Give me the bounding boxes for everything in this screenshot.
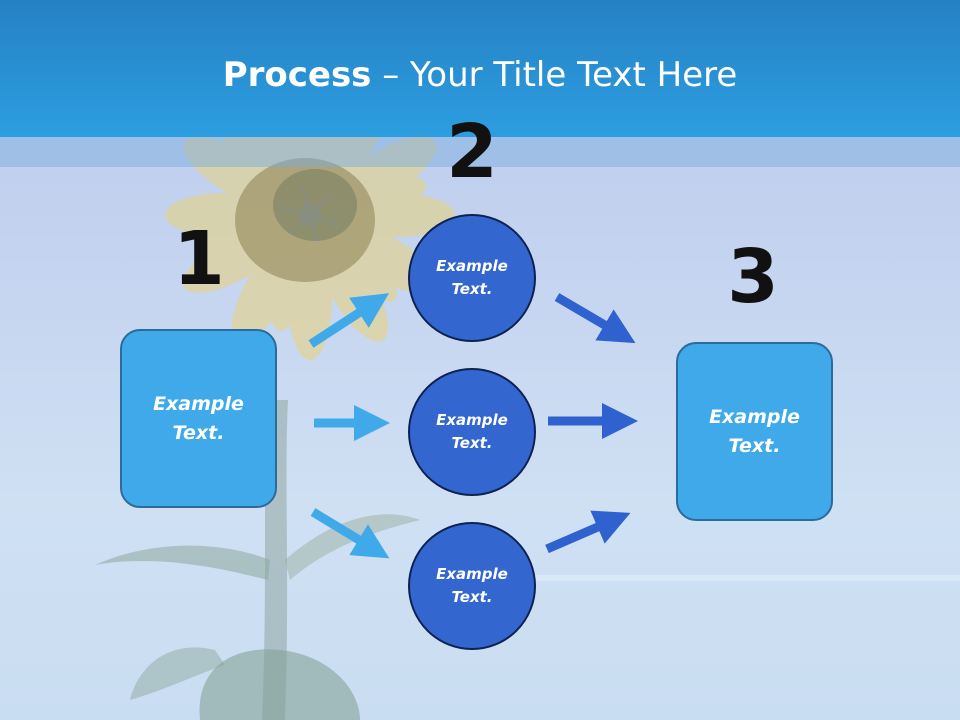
slide-title: Process – Your Title Text Here bbox=[0, 52, 960, 98]
step-2-node-bottom-text: Example Text. bbox=[436, 565, 508, 606]
title-bar bbox=[0, 0, 960, 137]
slide-title-rest: – Your Title Text Here bbox=[371, 55, 738, 95]
step-1-text: Example Text. bbox=[153, 392, 244, 444]
step-2-node-top-text: Example Text. bbox=[436, 257, 508, 298]
step-3-number: 3 bbox=[727, 234, 779, 320]
title-divider-strip bbox=[0, 137, 960, 167]
step-1-number: 1 bbox=[173, 216, 225, 302]
slide-title-bold: Process bbox=[222, 55, 372, 95]
step-2-node-bottom: Example Text. bbox=[408, 522, 536, 650]
step-2-node-middle: Example Text. bbox=[408, 368, 536, 496]
step-2-node-top: Example Text. bbox=[408, 214, 536, 342]
step-2-number: 2 bbox=[446, 109, 498, 195]
arrow-1-to-2c bbox=[310, 508, 390, 559]
arrow-1-to-2a bbox=[308, 293, 390, 348]
arrow-2a-to-3 bbox=[554, 293, 636, 344]
step-3-box: Example Text. bbox=[676, 342, 833, 521]
step-2-node-middle-text: Example Text. bbox=[436, 411, 508, 452]
step-3-text: Example Text. bbox=[709, 405, 800, 457]
step-1-box: Example Text. bbox=[120, 329, 277, 508]
arrow-2c-to-3 bbox=[545, 510, 631, 554]
